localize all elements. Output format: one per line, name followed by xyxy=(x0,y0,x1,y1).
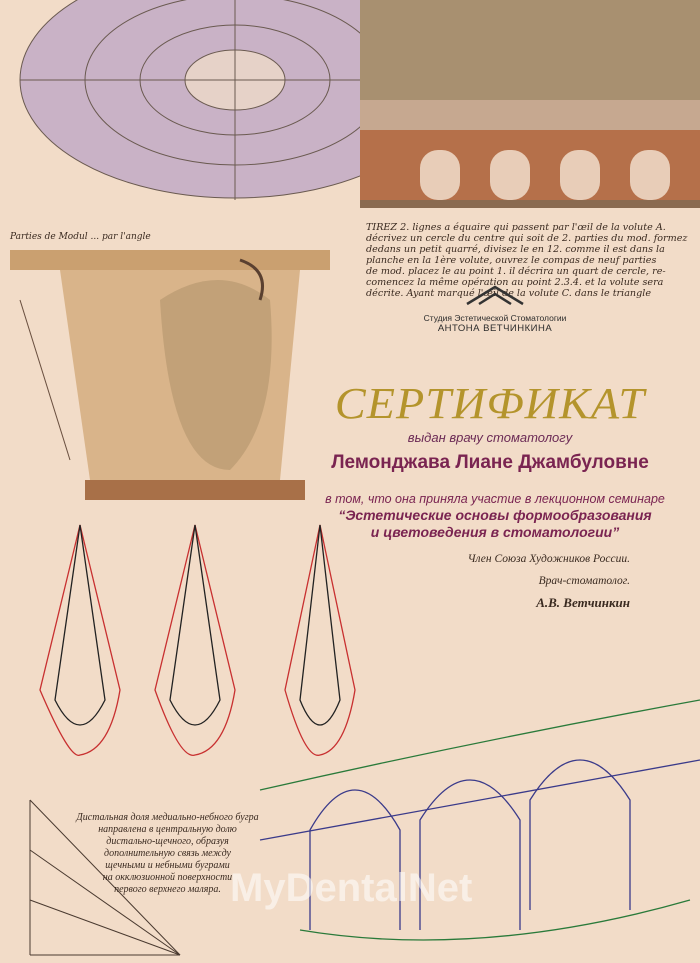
caption-line: comencez la même opération au point 2.3.… xyxy=(366,277,664,288)
note-line: щечными и небными буграми xyxy=(105,860,230,871)
signer-name: А.В. Ветчинкин xyxy=(536,595,630,610)
seminar-line2: и цветоведения в стоматологии” xyxy=(370,524,620,540)
engraving-caption-french: TIREZ 2. lignes a équaire qui passent pa… xyxy=(366,222,696,299)
note-line: Дистальная доля медиально-небного бугра xyxy=(76,812,259,823)
signature-block: Член Союза Художников России. Врач-стома… xyxy=(420,548,630,614)
capital-engraving xyxy=(10,250,330,500)
issued-to: выдан врачу стоматологу xyxy=(407,430,573,445)
anatomy-note: Дистальная доля медиально-небного бугра … xyxy=(55,812,280,896)
seminar-line1: “Эстетические основы формообразования xyxy=(338,507,652,523)
logo-line2: АНТОНА ВЕТЧИНКИНА xyxy=(437,323,553,334)
caption-line: TIREZ 2. lignes a équaire qui passent pa… xyxy=(366,222,666,233)
certificate-title: СЕРТИФИКАТ xyxy=(334,379,646,428)
angle-diagram xyxy=(29,799,181,956)
caption-line: dedans un petit quarré, divisez le en 12… xyxy=(366,244,665,255)
caption-line: de mod. placez le au point 1. il décrira… xyxy=(366,266,666,277)
participation-text: в том, что она приняла участие в лекцион… xyxy=(325,492,665,506)
caption-line: décrivez un cercle du centre qui soit de… xyxy=(366,233,688,244)
caption-line: planche en la 1ère volute, ouvrez le com… xyxy=(366,255,657,266)
cornice-engraving xyxy=(360,0,700,208)
note-line: на окклюзионной поверхности xyxy=(102,872,233,883)
logo-line1: Студия Эстетической Стоматологии xyxy=(423,313,567,323)
modul-caption: Parties de Modul ... par l'angle xyxy=(10,232,151,242)
studio-logo: Студия Эстетической Стоматологии АНТОНА … xyxy=(400,284,590,334)
logo-mark-icon xyxy=(466,285,524,306)
watermark: MyDentalNet xyxy=(230,866,473,910)
tooth-diagrams xyxy=(39,524,356,756)
seminar-title: “Эстетические основы формообразования и … xyxy=(300,507,690,541)
note-line: первого верхнего маляра. xyxy=(114,884,221,895)
volute-engraving xyxy=(19,0,451,200)
recipient-name: Лемонджава Лиане Джамбуловне xyxy=(331,452,649,473)
note-line: дистально-щечного, образуя xyxy=(106,836,229,847)
signer-role2: Врач-стоматолог. xyxy=(538,575,630,587)
note-line: дополнительную связь между xyxy=(104,848,231,859)
note-line: направлена в центральную долю xyxy=(98,824,237,835)
molar-arches xyxy=(259,699,700,941)
caption-line: décrite. Ayant marqué l'œil de la volute… xyxy=(366,288,652,299)
signer-role1: Член Союза Художников России. xyxy=(467,553,630,565)
